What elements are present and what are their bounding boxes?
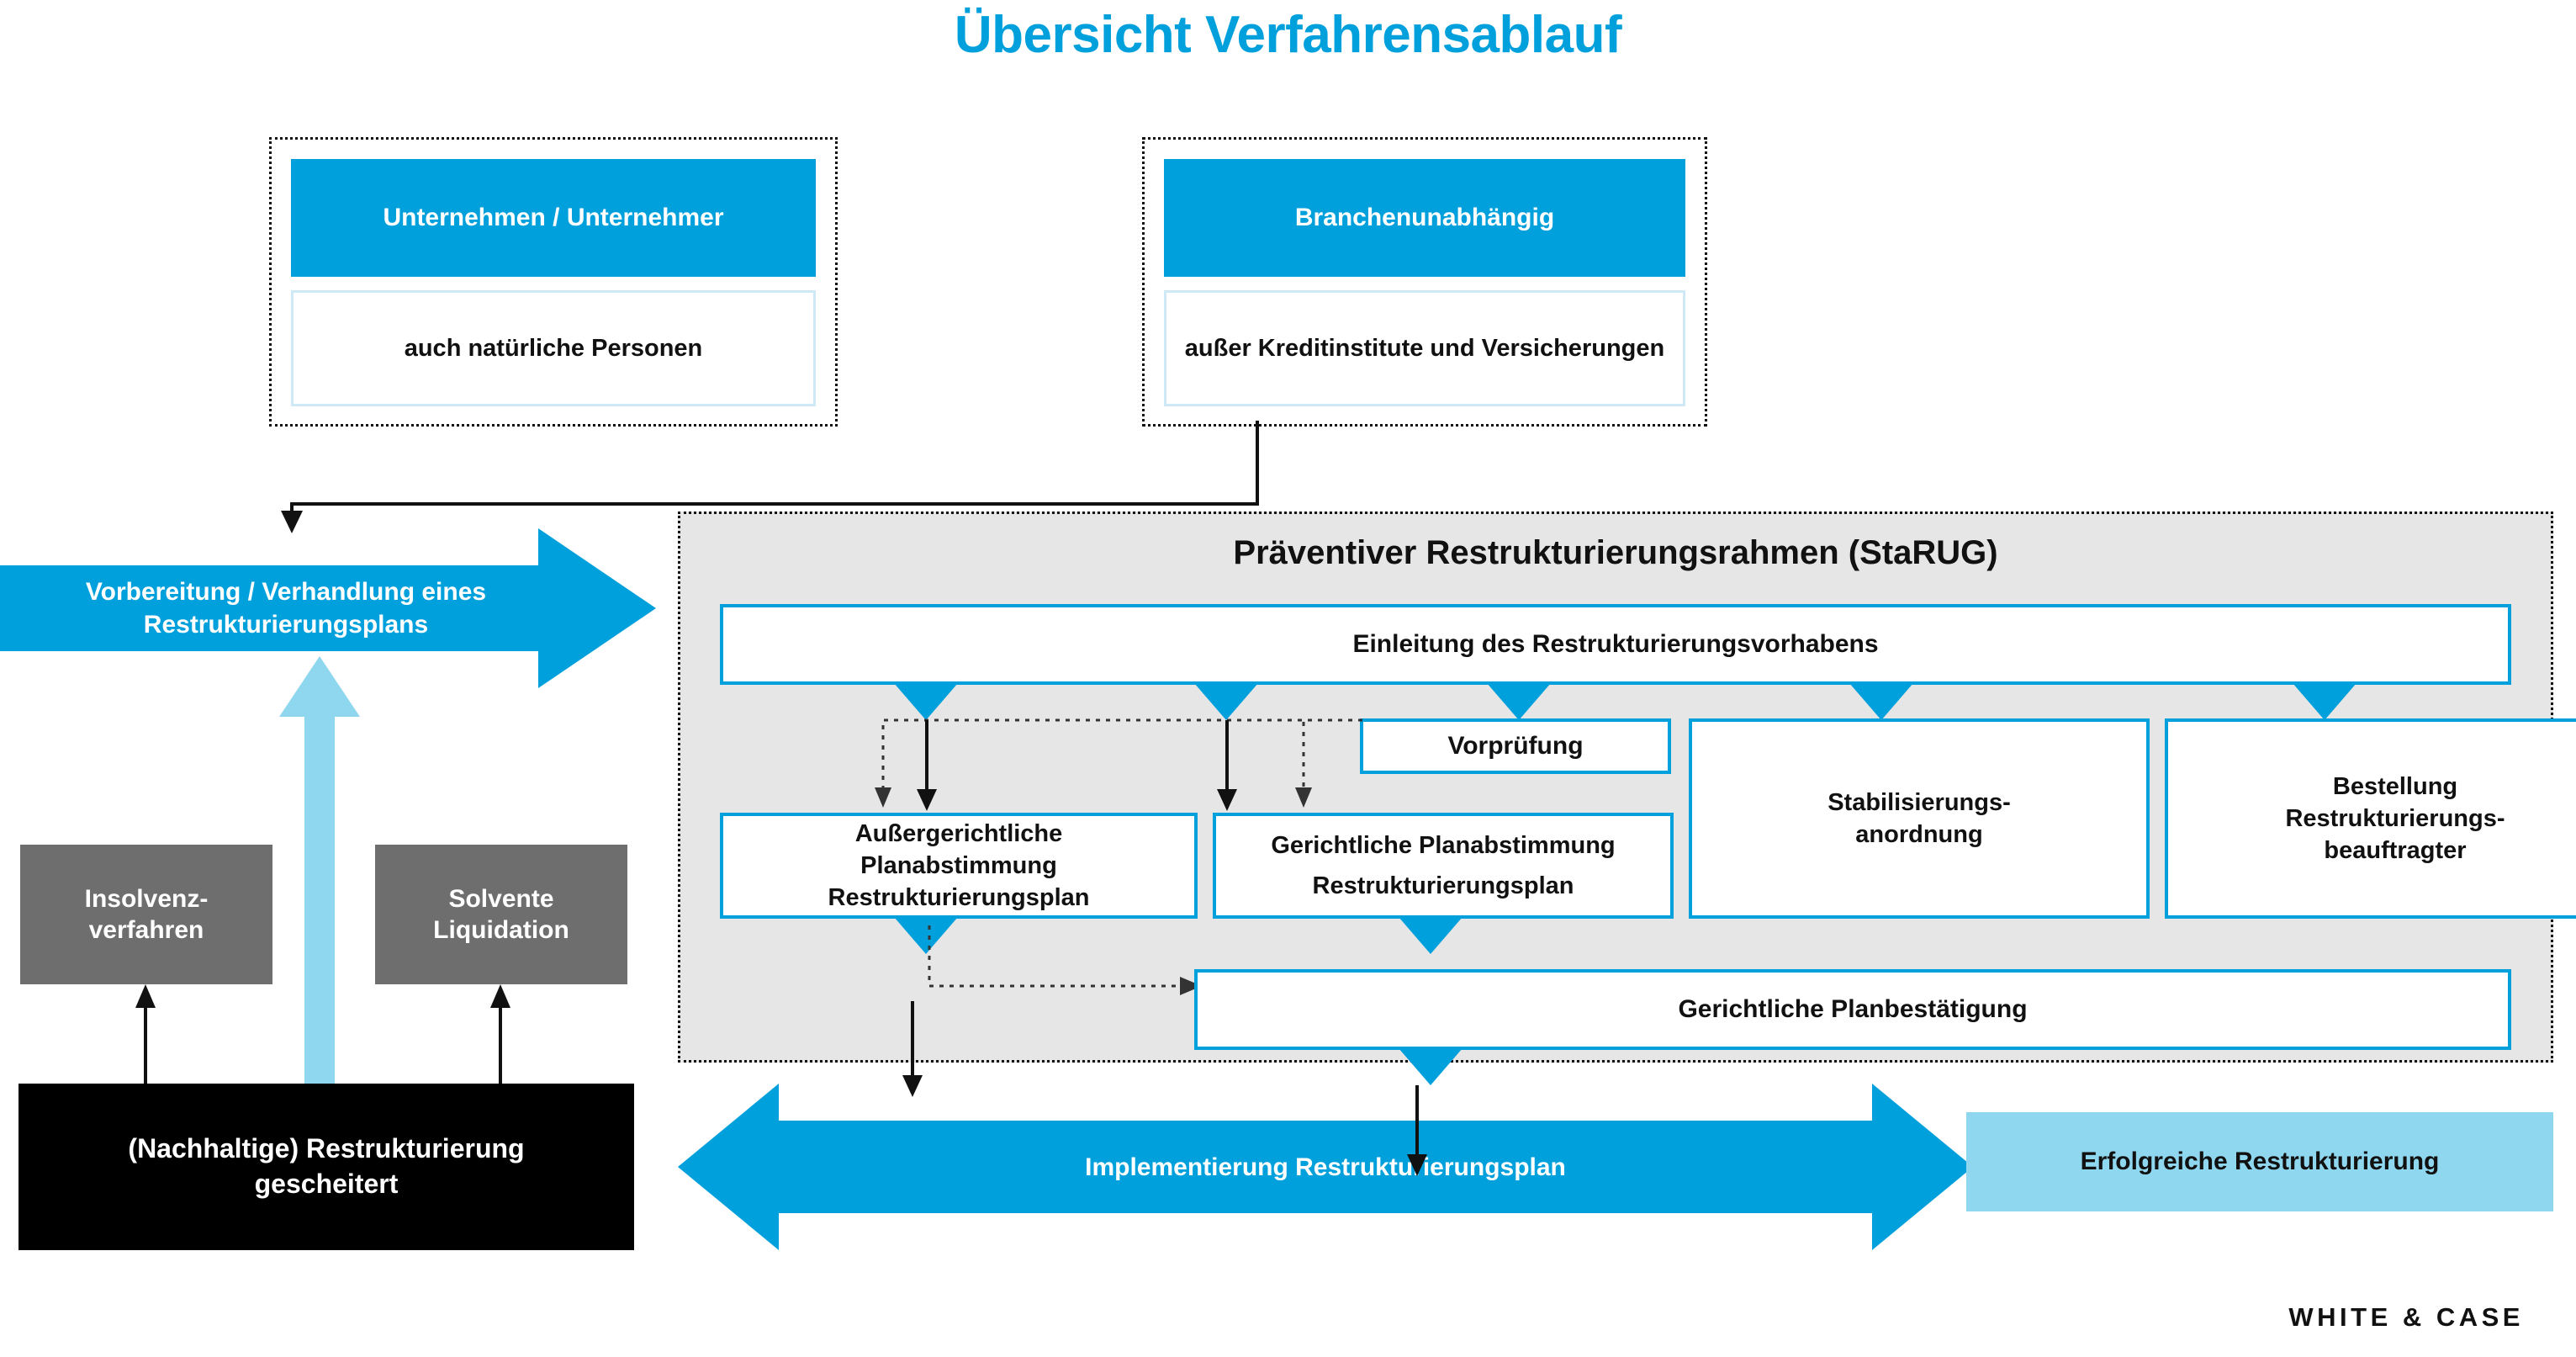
triangle-to-stabilisierung (1849, 683, 1913, 720)
outcome-success[interactable]: Erfolgreiche Restrukturierung (1966, 1112, 2553, 1211)
starug-step-stabilisierung-line1: Stabilisierungs- (1828, 788, 2011, 816)
starug-step-bestellung-line1: Bestellung (2332, 772, 2458, 800)
outcome-failed-line1: (Nachhaltige) Restrukturierung (128, 1133, 525, 1164)
outcome-insolvency-line2: verfahren (88, 916, 204, 944)
white-and-case-logo: WHITE & CASE (2288, 1302, 2524, 1332)
triangle-to-vorpruefung (1487, 683, 1551, 720)
starug-step-gerichtlich[interactable]: Gerichtliche Planabstimmung Restrukturie… (1213, 813, 1674, 919)
outcome-failed-line2: gescheitert (254, 1169, 399, 1199)
starug-step-bestellung[interactable]: Bestellung Restrukturierungs- beauftragt… (2165, 718, 2576, 919)
group-unternehmen (269, 137, 838, 427)
starug-step-ausser-line3: Restrukturierungsplan (828, 884, 1090, 912)
starug-step-ausser[interactable]: Außergerichtliche Planabstimmung Restruk… (720, 813, 1198, 919)
triangle-gerichtlich-down (1399, 917, 1463, 954)
implementation-arrow (678, 1084, 1973, 1250)
starug-step-stabilisierung-line2: anordnung (1855, 821, 1983, 848)
starug-step-stabilisierung[interactable]: Stabilisierungs- anordnung (1689, 718, 2150, 919)
outcome-failed[interactable]: (Nachhaltige) Restrukturierung gescheite… (19, 1084, 634, 1250)
connector-top-to-left-arrow (281, 421, 1259, 533)
dotted-connector-vorpruefung (875, 718, 1362, 808)
starug-step-ausser-line2: Planabstimmung (860, 851, 1057, 879)
starug-step-gerichtlich-line2: Restrukturierungsplan (1312, 872, 1574, 899)
preparation-arrow (0, 528, 656, 688)
group-branche-detail: außer Kreditinstitute und Versicherungen (1164, 290, 1685, 406)
feedback-up-arrow (279, 656, 360, 1084)
outcome-liquidation[interactable]: Solvente Liquidation (375, 845, 627, 984)
starug-vorpruefung-box[interactable]: Vorprüfung (1360, 718, 1671, 774)
group-unternehmen-detail: auch natürliche Personen (291, 290, 816, 406)
group-unternehmen-header: Unternehmen / Unternehmer (291, 159, 816, 277)
starug-step-bestellung-line2: Restrukturierungs- (2285, 804, 2505, 832)
starug-entry-box[interactable]: Einleitung des Restrukturierungsvorhaben… (720, 604, 2511, 685)
arrow-ausser-to-implementation (902, 1001, 923, 1097)
outcome-liquidation-line2: Liquidation (433, 916, 569, 944)
dotted-connector-ausser-to-bestaetigung (928, 925, 1202, 995)
starug-step-gerichtlich-line1: Gerichtliche Planabstimmung (1271, 831, 1616, 859)
starug-confirmation-box[interactable]: Gerichtliche Planbestätigung (1194, 969, 2511, 1050)
outcome-insolvency[interactable]: Insolvenz- verfahren (20, 845, 272, 984)
group-branche (1142, 137, 1707, 427)
outcome-insolvency-line1: Insolvenz- (84, 884, 209, 913)
arrow-failed-to-insolvency (135, 984, 156, 1085)
arrow-entry-to-gerichtlich (1217, 720, 1237, 811)
triangle-to-gerichtlich (1194, 683, 1258, 720)
group-branche-header: Branchenunabhängig (1164, 159, 1685, 277)
starug-title: Präventiver Restrukturierungsrahmen (Sta… (1233, 534, 1998, 571)
arrow-bestaetigung-to-implementation (1407, 1085, 1427, 1176)
arrow-failed-to-liquidation (490, 984, 510, 1085)
starug-step-bestellung-line3: beauftragter (2324, 837, 2467, 865)
triangle-to-ausser (894, 683, 958, 720)
triangle-ausser-down (894, 917, 958, 954)
arrow-entry-to-ausser (917, 720, 937, 811)
triangle-bestaetigung-down (1399, 1048, 1463, 1085)
outcome-liquidation-line1: Solvente (448, 884, 554, 913)
page-title: Übersicht Verfahrensablauf (954, 6, 1622, 64)
triangle-to-bestellung (2293, 683, 2356, 720)
starug-step-ausser-line1: Außergerichtliche (854, 819, 1063, 847)
